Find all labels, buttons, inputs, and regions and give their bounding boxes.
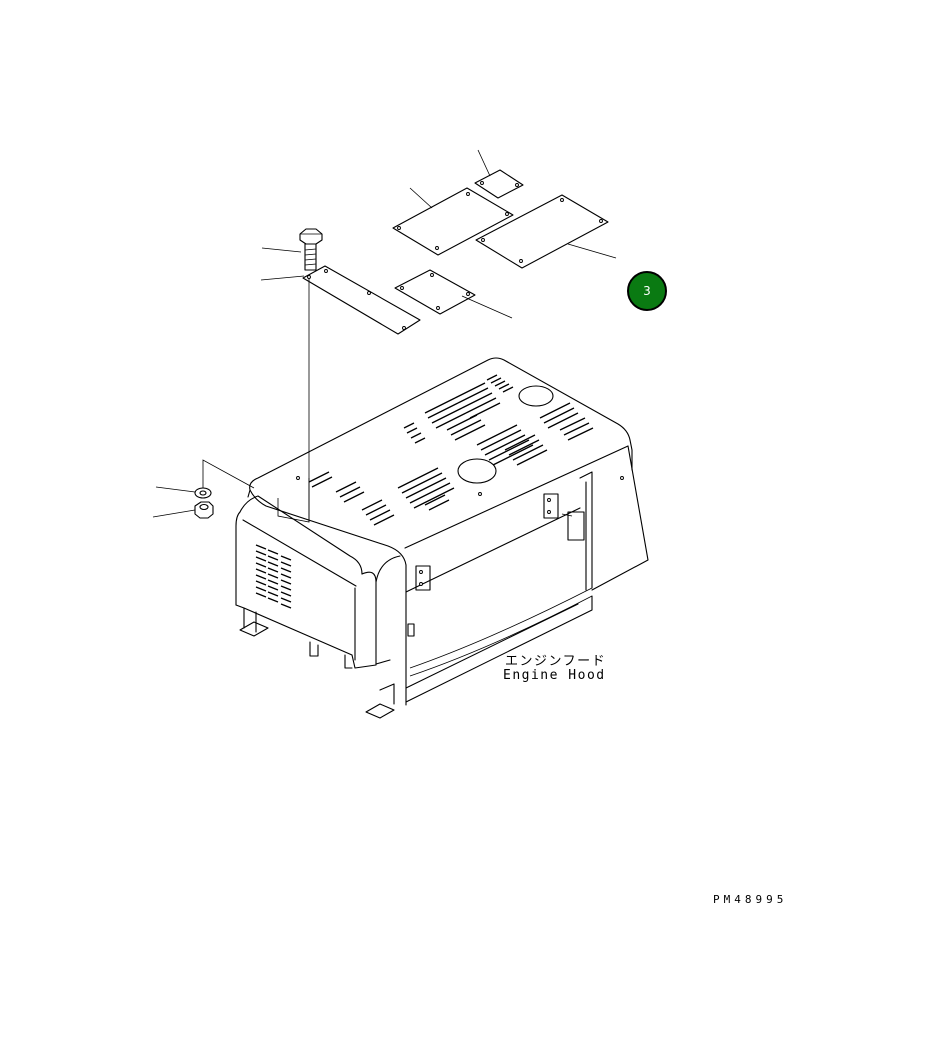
small-top-cover-plate	[474, 149, 524, 199]
nut-icon	[152, 501, 214, 519]
hood-label-english: Engine Hood	[503, 668, 606, 683]
hood-label-japanese: エンジンフード	[505, 654, 607, 669]
right-cover-plate	[475, 194, 617, 269]
left-cover-plate	[392, 187, 514, 256]
bolt-icon	[261, 228, 323, 271]
middle-cover-plate	[394, 269, 513, 319]
washer-icon	[155, 486, 212, 499]
drawing-number: PM48995	[713, 893, 788, 906]
engine-hood	[235, 357, 649, 719]
callout-number-badge: 3	[627, 271, 667, 311]
long-cover-plate	[260, 265, 421, 335]
